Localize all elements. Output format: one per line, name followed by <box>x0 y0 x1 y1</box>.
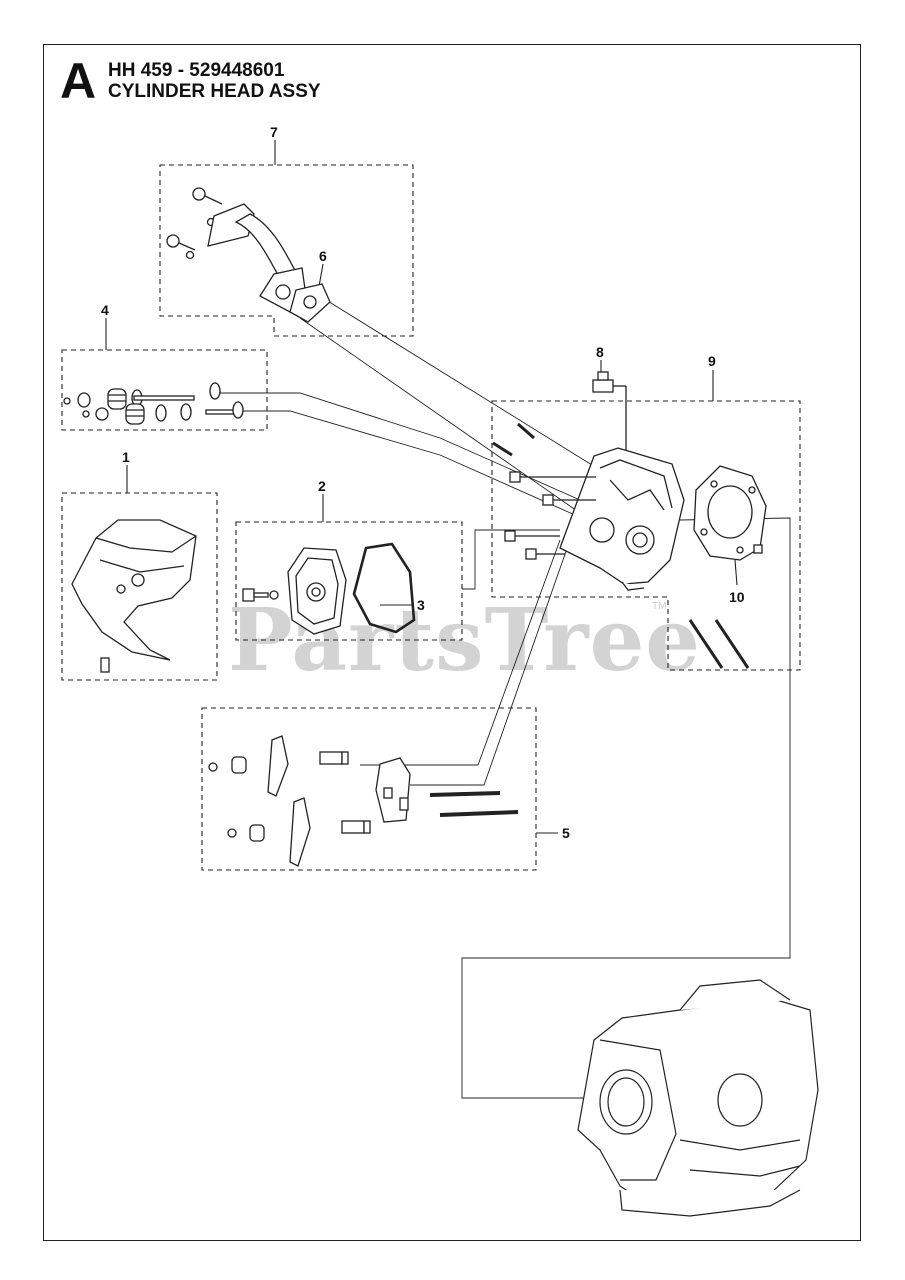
rocker-arm-icon <box>208 735 519 867</box>
callout-5: 5 <box>562 825 570 841</box>
callout-6: 6 <box>319 248 327 264</box>
model-line: HH 459 - 529448601 <box>108 60 285 81</box>
diagram-frame <box>43 44 861 1241</box>
callout-3: 3 <box>417 597 425 613</box>
cylinder-head-icon <box>492 422 750 669</box>
assembly-lines <box>210 289 791 1099</box>
group-box-5 <box>201 707 537 871</box>
group-box-4 <box>61 349 268 431</box>
valve-spring-icon <box>63 382 244 425</box>
leader-lines <box>105 140 738 834</box>
section-letter: A <box>60 53 97 109</box>
spark-plug-icon <box>592 371 627 450</box>
gasket-icon <box>352 542 416 634</box>
assembly-title: CYLINDER HEAD ASSY <box>108 81 321 102</box>
watermark-trademark: TM <box>652 601 667 612</box>
callout-7: 7 <box>270 124 278 140</box>
callout-4: 4 <box>101 302 109 318</box>
head-gasket-icon <box>693 465 767 561</box>
callout-2: 2 <box>318 478 326 494</box>
head-cover-icon <box>71 519 197 673</box>
callout-9: 9 <box>708 353 716 369</box>
group-boxes <box>61 164 801 871</box>
callout-8: 8 <box>596 344 604 360</box>
group-box-9 <box>491 400 801 671</box>
callout-1: 1 <box>122 449 130 465</box>
engine-block-icon <box>577 979 819 1217</box>
group-box-2 <box>235 521 463 641</box>
group-box-7 <box>159 164 414 337</box>
intake-pipe-icon <box>166 187 331 323</box>
callout-10: 10 <box>729 589 745 605</box>
valve-cover-icon <box>242 547 347 635</box>
